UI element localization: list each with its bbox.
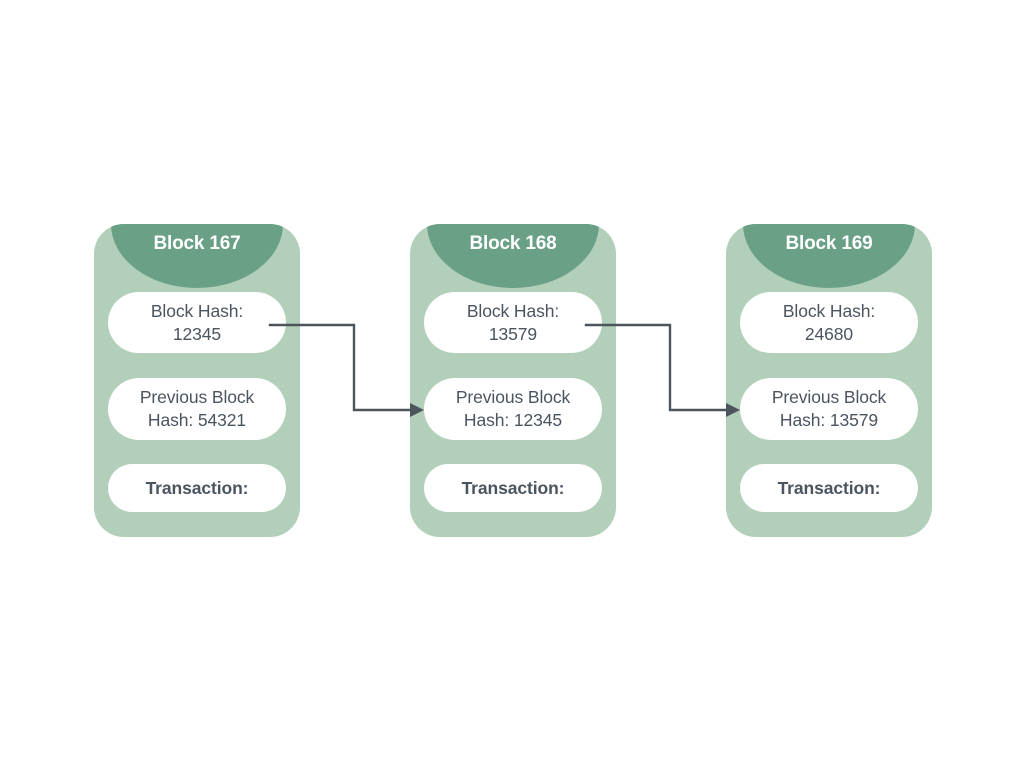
previous-block-hash-pill-3[interactable]: Previous Block Hash: 13579: [740, 378, 918, 440]
transaction-label-3: Transaction:: [777, 477, 881, 498]
block-hash-pill-2[interactable]: Block Hash: 13579: [424, 292, 602, 353]
block-header-1: Block 167: [111, 224, 283, 288]
block-hash-pill-3[interactable]: Block Hash: 24680: [740, 292, 918, 353]
previous-block-hash-value-3: Hash: 13579: [779, 410, 879, 430]
block-header-label-1: Block 167: [153, 233, 241, 254]
block-hash-value-3: 24680: [804, 323, 854, 344]
transaction-pill-2[interactable]: Transaction:: [424, 464, 602, 512]
previous-block-hash-label-3: Previous Block: [771, 387, 887, 407]
transaction-pill-3[interactable]: Transaction:: [740, 464, 918, 512]
block-header-label-3: Block 169: [785, 233, 873, 254]
block-header-label-2: Block 168: [469, 233, 557, 254]
previous-block-hash-pill-1[interactable]: Previous Block Hash: 54321: [108, 378, 286, 440]
previous-block-hash-label-1: Previous Block: [139, 387, 255, 407]
previous-block-hash-label-2: Previous Block: [455, 387, 571, 407]
block-header-3: Block 169: [743, 224, 915, 288]
transaction-label-2: Transaction:: [461, 477, 565, 498]
previous-block-hash-value-1: Hash: 54321: [147, 410, 247, 430]
transaction-label-1: Transaction:: [145, 477, 249, 498]
block-hash-pill-1[interactable]: Block Hash: 12345: [108, 292, 286, 353]
block-hash-label-3: Block Hash:: [782, 300, 876, 321]
block-card-3[interactable]: Block 169 Block Hash: 24680 Previous Blo…: [726, 224, 932, 537]
previous-block-hash-value-2: Hash: 12345: [463, 410, 563, 430]
transaction-pill-1[interactable]: Transaction:: [108, 464, 286, 512]
block-hash-value-2: 13579: [488, 323, 538, 344]
previous-block-hash-pill-2[interactable]: Previous Block Hash: 12345: [424, 378, 602, 440]
block-header-2: Block 168: [427, 224, 599, 288]
block-hash-label-1: Block Hash:: [150, 300, 244, 321]
block-hash-label-2: Block Hash:: [466, 300, 560, 321]
block-card-1[interactable]: Block 167 Block Hash: 12345 Previous Blo…: [94, 224, 300, 537]
block-hash-value-1: 12345: [172, 323, 222, 344]
block-card-2[interactable]: Block 168 Block Hash: 13579 Previous Blo…: [410, 224, 616, 537]
